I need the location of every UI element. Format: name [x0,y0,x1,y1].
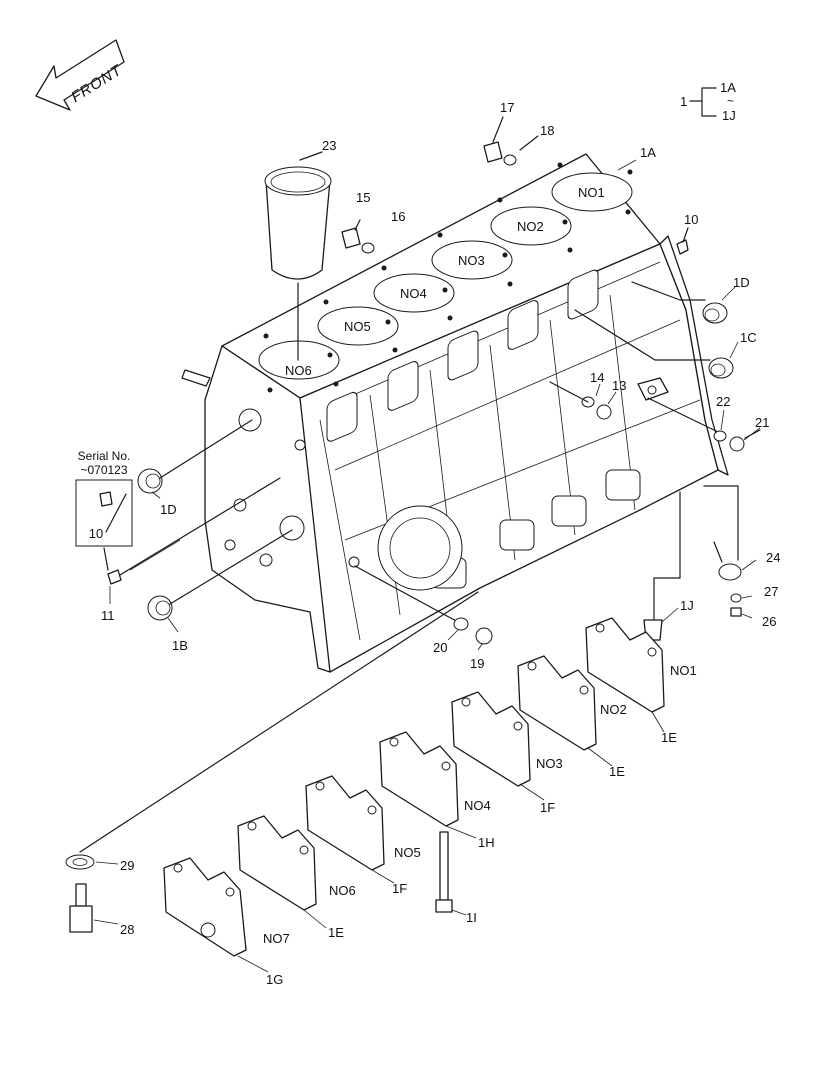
serial-line2: ~070123 [80,463,128,477]
callout-24: 24 [766,550,780,565]
callout-18: 18 [540,123,554,138]
callout-1D-right: 1D [733,275,750,290]
callout-19: 19 [470,656,484,671]
callout-21: 21 [755,415,769,430]
cap-bolt [435,831,453,913]
callout-1J: 1J [680,598,694,613]
callout-1F-a: 1F [540,800,555,815]
block-windows [326,269,641,589]
legend-group: 1 [680,94,687,109]
callout-1F-b: 1F [392,881,407,896]
cap-label-no1: NO1 [670,663,697,678]
bore-no2 [490,206,572,246]
legend-from: 1A [720,80,736,95]
callout-1D-left: 1D [160,502,177,517]
cap-label-no4: NO4 [464,798,491,813]
callout-1B: 1B [172,638,188,653]
cap-label-no7: NO7 [263,931,290,946]
bore-label-no6: NO6 [285,363,312,378]
callout-10-right: 10 [684,212,698,227]
callout-27: 27 [764,584,778,599]
cap-no5 [305,775,385,871]
callout-15: 15 [356,190,370,205]
cap-no1 [585,617,665,713]
callout-1G: 1G [266,972,283,987]
drain-fitting [65,591,479,933]
callout-1H: 1H [478,835,495,850]
cylinder-bores: NO1 NO2 NO3 NO4 NO5 NO6 [258,162,633,393]
callout-1E-c: 1E [328,925,344,940]
bore-no5 [317,306,399,346]
callout-labels: 1A 10 1D 1C 14 13 22 21 23 15 16 17 18 1… [101,100,780,987]
group-legend: 1 1A ~ 1J [680,80,736,123]
callout-10-serial: 10 [88,526,104,541]
bore-label-no2: NO2 [517,219,544,234]
serial-box [75,479,133,571]
callout-1I: 1I [466,910,477,925]
bore-label-no3: NO3 [458,253,485,268]
callout-13: 13 [612,378,626,393]
callout-14: 14 [590,370,604,385]
callout-16: 16 [391,209,405,224]
legend-to: 1J [722,108,736,123]
cap-no6 [237,815,317,911]
legend-tilde: ~ [727,94,734,108]
engine-block [181,153,729,673]
cap-label-no3: NO3 [536,756,563,771]
bore-no6 [258,340,340,380]
callout-28: 28 [120,922,134,937]
bore-no1 [551,172,633,212]
callout-23: 23 [322,138,336,153]
cap-label-no2: NO2 [600,702,627,717]
callout-11: 11 [101,608,115,623]
oil-jet-parts [643,485,742,641]
callout-17: 17 [500,100,514,115]
bore-no4 [373,273,455,313]
cap-no3 [451,691,531,787]
cap-no7 [163,857,247,957]
cap-no2 [517,655,597,751]
callout-26: 26 [762,614,776,629]
serial-number-note: Serial No. ~070123 [66,449,142,477]
bore-no3 [431,240,513,280]
leader-lines [93,159,761,973]
bore-label-no4: NO4 [400,286,427,301]
cap-no4 [379,731,459,827]
lower-plugs [354,565,493,645]
main-bearing-caps: NO1 NO2 NO3 NO4 NO5 NO6 NO7 [163,617,697,957]
callout-29: 29 [120,858,134,873]
callout-1E-b: 1E [609,764,625,779]
cylinder-liner [264,151,332,361]
left-side-parts [107,419,293,621]
right-side-parts [549,227,761,452]
bore-label-no5: NO5 [344,319,371,334]
callout-20: 20 [433,640,447,655]
serial-line1: Serial No. [77,449,131,463]
bore-label-no1: NO1 [578,185,605,200]
callout-1A: 1A [640,145,656,160]
callout-1E-a: 1E [661,730,677,745]
cap-label-no5: NO5 [394,845,421,860]
front-arrow: FRONT [35,39,126,111]
callout-22: 22 [716,394,730,409]
cap-label-no6: NO6 [329,883,356,898]
callout-1C: 1C [740,330,757,345]
top-plugs [341,116,539,254]
